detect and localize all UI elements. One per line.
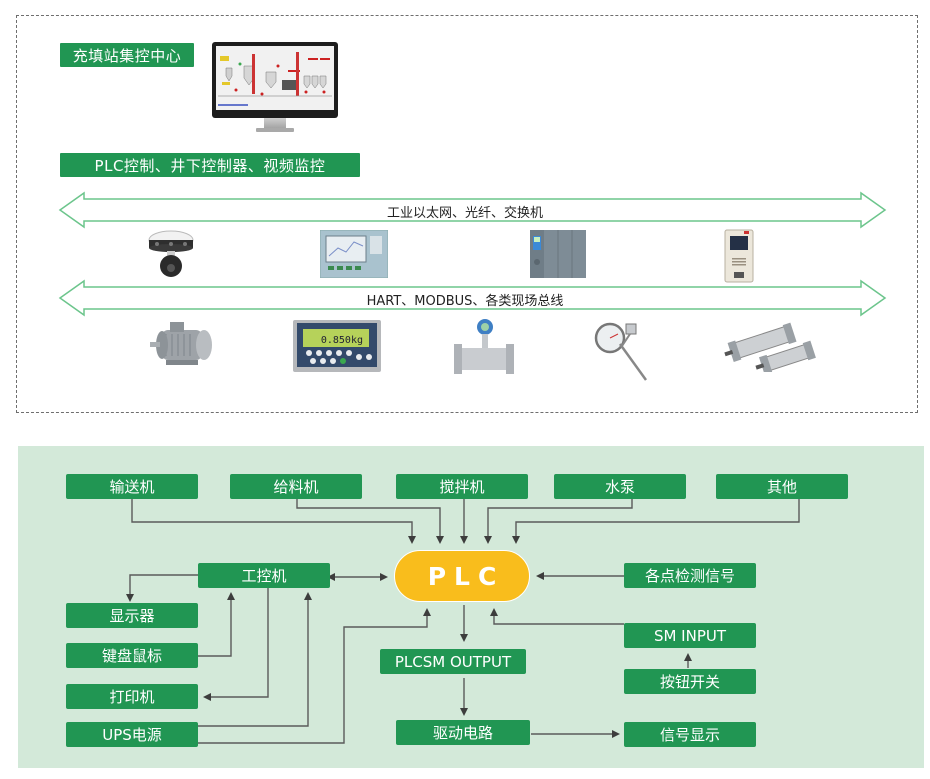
peripheral-ups: UPS电源 — [66, 722, 198, 747]
motor-icon — [148, 318, 214, 374]
svg-text:0.850kg: 0.850kg — [321, 335, 363, 346]
button-switch: 按钮开关 — [624, 669, 756, 694]
center-label: 充填站集控中心 — [60, 43, 194, 67]
signal-display: 信号显示 — [624, 722, 756, 747]
peripheral-keyboard-mouse: 键盘鼠标 — [66, 643, 198, 668]
network-architecture-panel — [16, 15, 918, 413]
input-mixer: 搅拌机 — [396, 474, 528, 499]
peripheral-printer: 打印机 — [66, 684, 198, 709]
explosion-proof-box-icon — [724, 228, 754, 288]
ethernet-bus-label: 工业以太网、光纤、交换机 — [386, 206, 544, 221]
input-feeder: 给料机 — [230, 474, 362, 499]
scada-diagram — [216, 46, 334, 110]
monitor-stand — [264, 118, 286, 130]
scada-monitor-icon — [212, 42, 338, 136]
industrial-pc: 工控机 — [198, 563, 330, 588]
control-label: PLC控制、井下控制器、视频监控 — [60, 153, 360, 177]
monitor-screen — [212, 42, 338, 118]
plc-module-icon — [530, 230, 586, 282]
monitor-base — [256, 128, 294, 132]
pneumatic-cylinder-icon — [723, 322, 819, 376]
ptz-camera-icon — [147, 226, 195, 282]
input-water-pump: 水泵 — [554, 474, 686, 499]
peripheral-display: 显示器 — [66, 603, 198, 628]
plc-node: PLC — [394, 550, 530, 602]
detection-signals: 各点检测信号 — [624, 563, 756, 588]
turbine-flowmeter-icon — [452, 318, 516, 384]
weighing-terminal-icon: 0.850kg — [293, 320, 381, 376]
sm-input: SM INPUT — [624, 623, 756, 648]
fieldbus-label: HART、MODBUS、各类现场总线 — [366, 294, 564, 309]
touch-panel-icon — [319, 229, 389, 282]
input-conveyor: 输送机 — [66, 474, 198, 499]
drive-circuit: 驱动电路 — [396, 720, 530, 745]
ethernet-bus-arrow — [58, 191, 887, 229]
scada-graphic — [216, 46, 334, 110]
input-other: 其他 — [716, 474, 848, 499]
fieldbus-arrow — [58, 279, 887, 317]
bimetal-thermometer-icon — [594, 318, 654, 386]
plcsm-output: PLCSM OUTPUT — [380, 649, 526, 674]
